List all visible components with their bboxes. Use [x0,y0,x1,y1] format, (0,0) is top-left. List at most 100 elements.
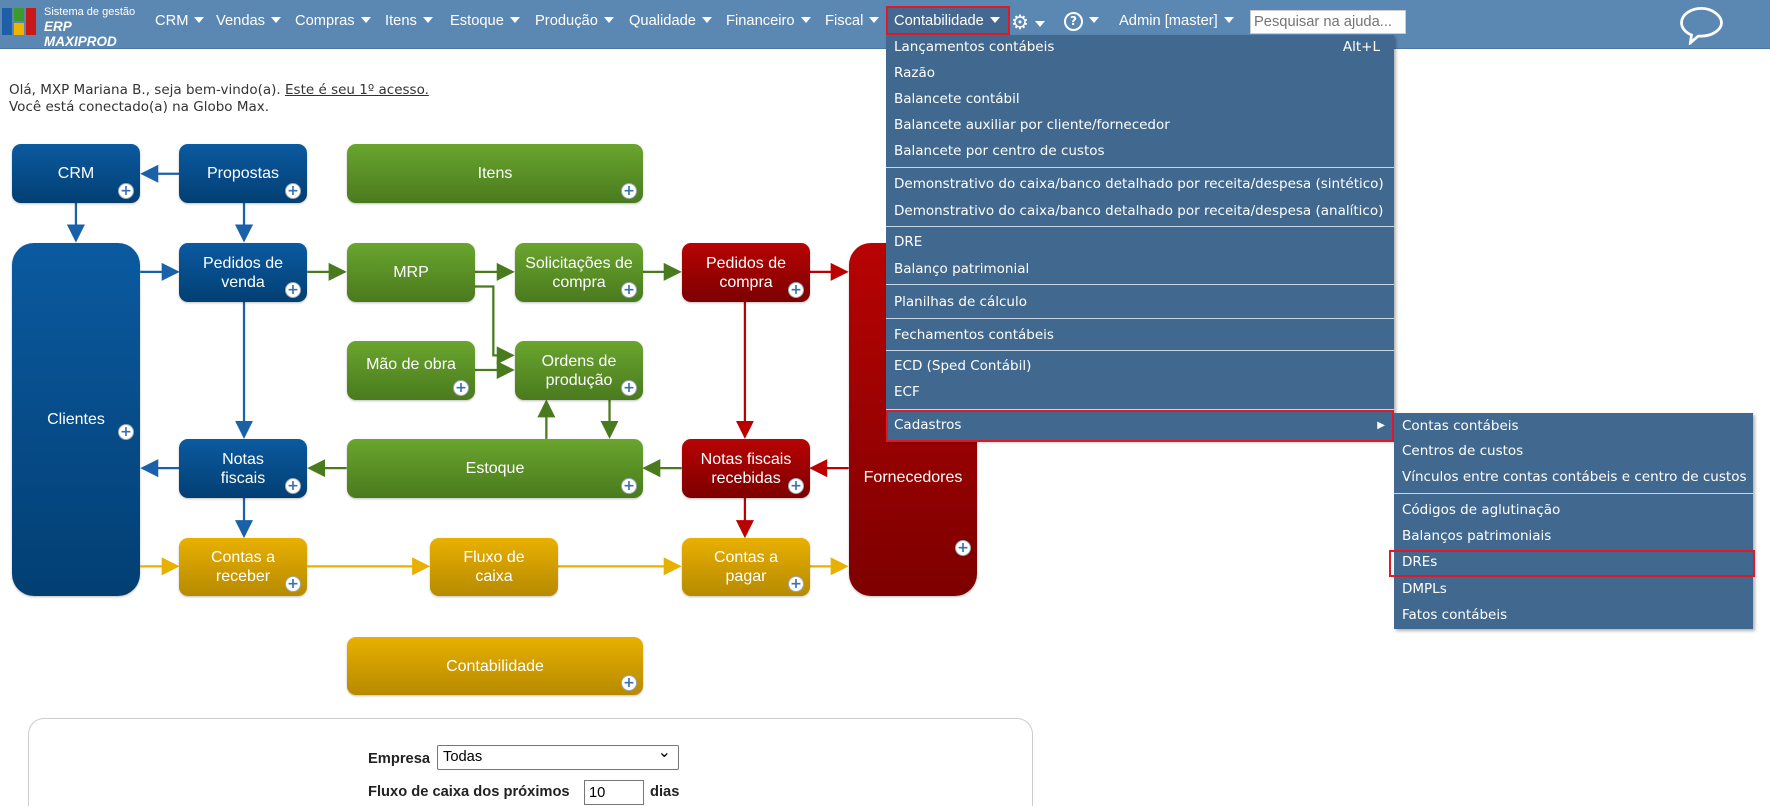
diagram-clientes[interactable]: Clientes+ [12,243,140,596]
plus-icon[interactable]: + [621,478,637,494]
help-menu[interactable]: ? [1064,12,1099,31]
diagram-contabilidade[interactable]: Contabilidade+ [347,637,643,695]
nav-itens[interactable]: Itens [385,13,433,29]
plus-icon[interactable]: + [453,380,469,396]
menu-separator [1394,493,1753,494]
nav-compras[interactable]: Compras [295,13,371,29]
nav-vendas[interactable]: Vendas [216,13,282,29]
diagram-mao-obra[interactable]: Mão de obra+ [347,341,475,400]
plus-icon[interactable]: + [621,380,637,396]
logo-subtitle: Sistema de gestão [44,6,136,18]
submenu-vinculos[interactable]: Vínculos entre contas contábeis e centro… [1402,469,1747,485]
menu-ecf[interactable]: ECF [894,384,920,400]
menu-razao[interactable]: Razão [894,65,935,81]
fluxo-days-input[interactable] [584,780,644,805]
diagram-nf-recebidas[interactable]: Notas fiscais recebidas+ [682,439,810,498]
menu-demonstrativo-analitico[interactable]: Demonstrativo do caixa/banco detalhado p… [894,203,1384,219]
nav-contabilidade[interactable]: Contabilidade [894,13,1000,29]
diagram-contas-receber[interactable]: Contas a receber+ [179,538,307,596]
chevron-right-icon: ▶ [1377,420,1385,431]
nav-estoque[interactable]: Estoque [450,13,520,29]
menu-separator [886,167,1394,168]
connected-company-text: Você está conectado(a) na Globo Max. [9,99,270,115]
menu-cadastros[interactable]: Cadastros▶ [886,413,1394,438]
dres-highlight [1389,550,1755,577]
plus-icon[interactable]: + [118,424,134,440]
nav-fiscal[interactable]: Fiscal [825,13,880,29]
help-search-input[interactable] [1250,10,1406,34]
dashboard-filter-panel [28,718,1033,806]
diagram-fluxo-caixa[interactable]: Fluxo de caixa [430,538,558,596]
logo[interactable]: Sistema de gestão ERP MAXIPROD [2,6,137,49]
diagram-ordens-producao[interactable]: Ordens de produção+ [515,341,643,400]
diagram-itens[interactable]: Itens+ [347,144,643,203]
empresa-select[interactable]: Todas [437,742,679,770]
menu-balancete-auxiliar[interactable]: Balancete auxiliar por cliente/fornecedo… [894,117,1170,133]
menu-fechamentos[interactable]: Fechamentos contábeis [894,327,1054,343]
chevron-down-icon [194,17,205,23]
menu-demonstrativo-sintetico[interactable]: Demonstrativo do caixa/banco detalhado p… [894,176,1384,192]
menu-planilhas[interactable]: Planilhas de cálculo [894,294,1027,310]
menu-separator [886,350,1394,351]
plus-icon[interactable]: + [285,576,301,592]
menu-balancete[interactable]: Balancete contábil [894,91,1020,107]
menu-ecd[interactable]: ECD (Sped Contábil) [894,358,1032,374]
menu-balancete-centro-custos[interactable]: Balancete por centro de custos [894,143,1105,159]
plus-icon[interactable]: + [621,183,637,199]
submenu-balancos-patrimoniais[interactable]: Balanços patrimoniais [1402,528,1552,544]
chevron-down-icon [989,17,1000,23]
nav-crm[interactable]: CRM [155,13,205,29]
plus-icon[interactable]: + [955,540,971,556]
diagram-contas-pagar[interactable]: Contas a pagar+ [682,538,810,596]
submenu-codigos-aglutinacao[interactable]: Códigos de aglutinação [1402,502,1561,518]
cadastros-submenu: Contas contábeis Centros de custos Víncu… [1394,413,1753,629]
diagram-mrp[interactable]: MRP [347,243,475,302]
diagram-solicitacoes[interactable]: Solicitações de compra+ [515,243,643,302]
plus-icon[interactable]: + [285,282,301,298]
plus-icon[interactable]: + [285,183,301,199]
chevron-down-icon [1034,21,1045,27]
chevron-down-icon [1089,17,1099,23]
first-access-link[interactable]: Este é seu 1º acesso. [285,82,429,98]
menu-dre[interactable]: DRE [894,234,923,250]
menu-separator [886,284,1394,285]
plus-icon[interactable]: + [621,675,637,691]
chevron-down-icon [1223,17,1234,23]
diagram-propostas[interactable]: Propostas+ [179,144,307,203]
nav-producao[interactable]: Produção [535,13,614,29]
diagram-notas-fiscais[interactable]: Notas fiscais+ [179,439,307,498]
chevron-down-icon [603,17,614,23]
submenu-dmpls[interactable]: DMPLs [1402,581,1447,597]
user-menu[interactable]: Admin [master] [1119,13,1234,29]
plus-icon[interactable]: + [788,478,804,494]
plus-icon[interactable]: + [285,478,301,494]
diagram-arrows [66,164,849,576]
chevron-down-icon [509,17,520,23]
nav-qualidade[interactable]: Qualidade [629,13,712,29]
gear-icon: ⚙ [1011,12,1029,34]
diagram-pedidos-compra[interactable]: Pedidos de compra+ [682,243,810,302]
plus-icon[interactable]: + [788,576,804,592]
submenu-contas-contabeis[interactable]: Contas contábeis [1402,418,1519,434]
settings-menu[interactable]: ⚙ [1011,10,1045,35]
diagram-crm[interactable]: CRM+ [12,144,140,203]
menu-balanco-patrimonial[interactable]: Balanço patrimonial [894,261,1030,277]
logo-icon [2,8,12,35]
plus-icon[interactable]: + [621,282,637,298]
chat-icon[interactable] [1678,5,1725,45]
submenu-dres[interactable]: DREs [1402,554,1438,570]
plus-icon[interactable]: + [788,282,804,298]
welcome-message: Olá, MXP Mariana B., seja bem-vindo(a). … [9,82,429,116]
nav-active-highlight [886,6,1010,35]
submenu-fatos-contabeis[interactable]: Fatos contábeis [1402,607,1508,623]
chevron-down-icon [422,17,433,23]
diagram-pedidos-venda[interactable]: Pedidos de venda+ [179,243,307,302]
greeting-text: Olá, MXP Mariana B., seja bem-vindo(a). [9,82,281,98]
diagram-estoque[interactable]: Estoque+ [347,439,643,498]
shortcut-label: Alt+L [1342,39,1380,55]
nav-financeiro[interactable]: Financeiro [726,13,811,29]
submenu-centros-custos[interactable]: Centros de custos [1402,443,1524,459]
plus-icon[interactable]: + [118,183,134,199]
